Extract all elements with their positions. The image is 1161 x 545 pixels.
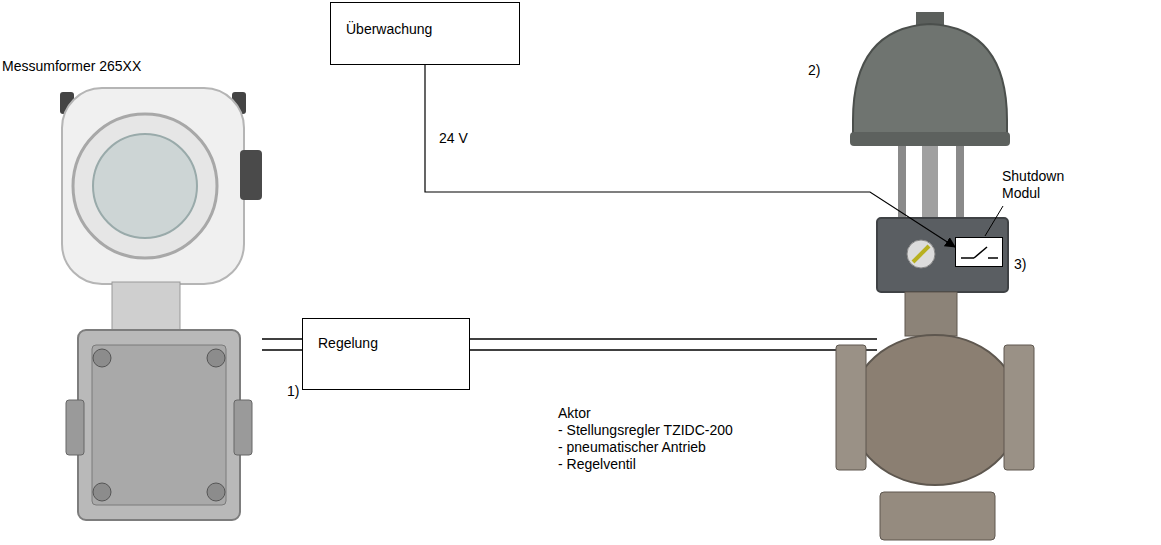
node-text: Regelung xyxy=(318,335,378,352)
valve-illustration xyxy=(907,240,935,268)
transmitter-illustration xyxy=(93,134,197,238)
signal-line xyxy=(425,65,955,247)
callout-number: 2) xyxy=(808,62,820,79)
callout-number: 3) xyxy=(1014,256,1026,273)
valve-illustration xyxy=(988,257,998,259)
actuator-part: - pneumatischer Antrieb xyxy=(558,439,706,456)
valve-illustration xyxy=(850,132,1010,146)
valve-illustration xyxy=(898,146,906,220)
node-text: Überwachung xyxy=(346,21,432,38)
transmitter-illustration xyxy=(92,345,226,505)
valve-illustration xyxy=(961,247,998,258)
shutdown-module: Shutdown Modul xyxy=(955,237,1003,267)
valve-illustration xyxy=(956,146,964,220)
valve-illustration xyxy=(836,12,1034,540)
valve-illustration xyxy=(853,24,1007,142)
valve-illustration xyxy=(974,247,987,258)
signal-wires xyxy=(470,349,877,351)
transmitter-illustration xyxy=(60,88,262,520)
transmitter-illustration xyxy=(234,400,252,455)
transmitter-illustration xyxy=(207,349,225,367)
controller-box: Regelung xyxy=(302,318,470,390)
transmitter-illustration xyxy=(78,330,240,520)
valve-illustration xyxy=(850,335,1020,485)
transmitter-illustration xyxy=(73,114,217,258)
valve-illustration xyxy=(905,292,957,336)
transmitter-illustration xyxy=(240,150,262,200)
signal-wires xyxy=(470,338,877,340)
valve-illustration xyxy=(1004,345,1034,470)
monitoring-box: Überwachung xyxy=(330,2,520,65)
actuator-part: - Regelventil xyxy=(558,456,636,473)
valve-illustration xyxy=(955,237,1003,267)
actuator-heading: Aktor xyxy=(558,405,591,422)
transmitter-illustration xyxy=(93,483,111,501)
valve-illustration xyxy=(961,257,974,259)
valve-illustration xyxy=(877,218,1008,292)
transmitter-illustration xyxy=(66,400,84,455)
node-text: Shutdown Modul xyxy=(1002,168,1074,202)
transmitter-illustration xyxy=(62,88,244,284)
valve-illustration xyxy=(985,206,1003,236)
valve-illustration xyxy=(913,246,929,262)
transmitter-illustration xyxy=(93,349,111,367)
signal-wires xyxy=(262,338,302,340)
valve-illustration xyxy=(836,345,866,470)
callout-number: 1) xyxy=(287,383,299,400)
transmitter-illustration xyxy=(112,282,180,332)
valve-illustration xyxy=(880,492,995,540)
voltage-label: 24 V xyxy=(437,130,470,147)
valve-illustration xyxy=(922,146,938,220)
actuator-part: - Stellungsregler TZIDC-200 xyxy=(558,422,733,439)
transmitter-illustration xyxy=(207,483,225,501)
signal-wires xyxy=(262,349,302,351)
device-name: Messumformer 265XX xyxy=(2,58,141,75)
